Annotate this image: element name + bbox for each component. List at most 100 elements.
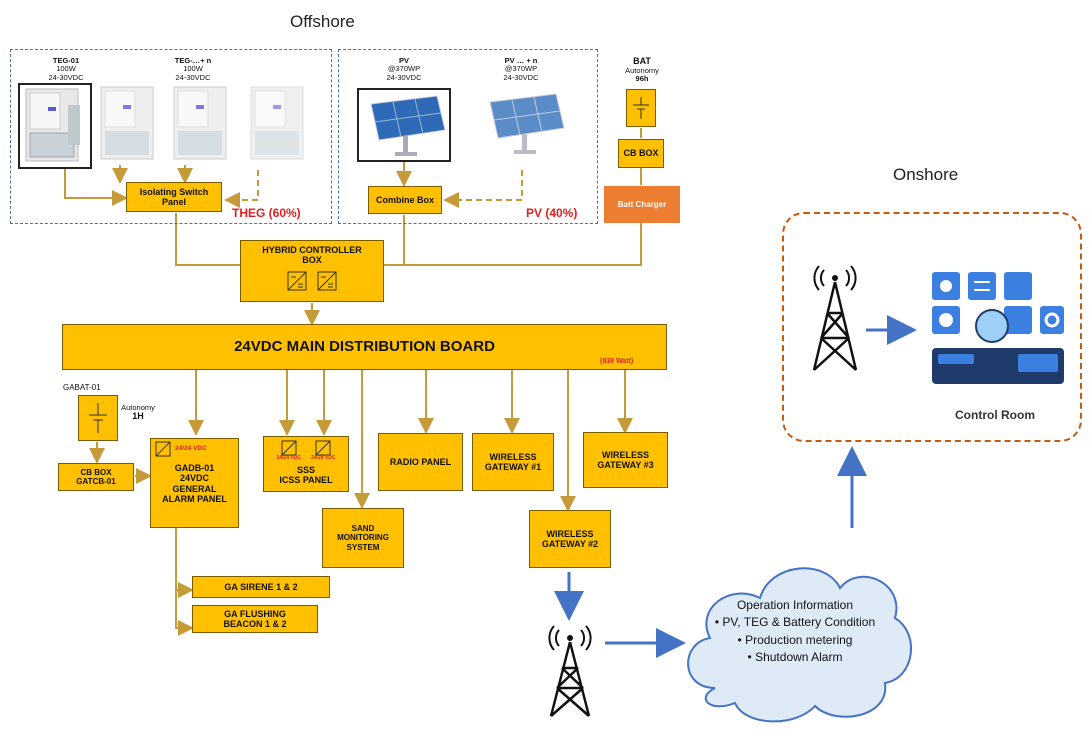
teg-cabinet-icon bbox=[100, 86, 154, 160]
pv-1-power: @370WP bbox=[387, 64, 421, 74]
teg-area bbox=[10, 49, 332, 224]
battery-icon bbox=[633, 97, 649, 119]
solar-panel-icon bbox=[489, 93, 565, 154]
sand-monitoring-system: SAND MONITORING SYSTEM bbox=[322, 508, 404, 568]
theg-share-label: THEG (60%) bbox=[232, 206, 301, 220]
cloud-bullet-text: PV, TEG & Battery Condition bbox=[722, 615, 876, 630]
ga-autonomy-text: Autonomy bbox=[121, 403, 155, 412]
gabat-name: GABAT-01 bbox=[63, 383, 101, 392]
teg-01-voltage: 24-30VDC bbox=[48, 72, 84, 82]
teg-cabinet-icon bbox=[173, 86, 227, 160]
teg-01-cabinet-icon bbox=[25, 88, 80, 162]
hybrid-label-2: BOX bbox=[302, 255, 322, 266]
ga-battery-box bbox=[78, 395, 118, 441]
wireless-gateway-1: WIRELESS GATEWAY #1 bbox=[472, 433, 554, 491]
teg-cabinet-icon bbox=[250, 86, 304, 160]
ga-autonomy: Autonomy 1H bbox=[118, 403, 158, 422]
pv-n-voltage: 24-30VDC bbox=[503, 72, 539, 82]
bat-name: BAT bbox=[633, 56, 651, 66]
ga-panel-line-2: GENERAL bbox=[172, 483, 217, 494]
ga-beacon: GA FLUSHING BEACON 1 & 2 bbox=[192, 605, 318, 633]
ga-sirene: GA SIRENE 1 & 2 bbox=[192, 576, 330, 598]
solar-panel-icon bbox=[370, 95, 446, 156]
cloud-bullet: • Production metering bbox=[737, 632, 853, 647]
ga-panel-line-1: 24VDC bbox=[179, 473, 209, 484]
bat-cb-box: CB BOX bbox=[618, 139, 664, 168]
cloud-bullet-text: Production metering bbox=[745, 632, 853, 647]
converter-icon bbox=[287, 271, 307, 291]
wireless-gateway-3: WIRELESS GATEWAY #3 bbox=[583, 432, 668, 488]
gateway-2-line-1: WIRELESS bbox=[546, 528, 594, 539]
sss-conv-2: 24/24 VDC bbox=[311, 455, 336, 461]
ga-hours: 1H bbox=[132, 411, 144, 422]
cloud-title: Operation Information bbox=[736, 598, 854, 612]
cloud-bullet-text: Shutdown Alarm bbox=[755, 650, 843, 665]
pv-1-label: PV @370WP 24-30VDC bbox=[381, 56, 427, 82]
teg-n-name: TEG-…+ n bbox=[174, 56, 212, 65]
ga-beacon-line-2: BEACON 1 & 2 bbox=[223, 619, 287, 629]
pv-n-name: PV … + n bbox=[504, 56, 538, 65]
ga-cb-box: CB BOX GATCB-01 bbox=[58, 463, 134, 491]
isolating-switch-panel: Isolating Switch Panel bbox=[126, 182, 222, 212]
main-board-watt: (838 Watt) bbox=[600, 358, 634, 365]
pv-area bbox=[338, 49, 598, 224]
pv-1-frame bbox=[357, 88, 451, 162]
teg-01-frame bbox=[18, 83, 92, 169]
teg-01-power: 100W bbox=[56, 64, 76, 74]
bat-autonomy: Autonomy bbox=[625, 65, 659, 75]
gateway-2-line-2: GATEWAY #2 bbox=[541, 539, 599, 549]
teg-01-label: TEG-01 100W 24-30VDC bbox=[43, 56, 89, 82]
main-distribution-board: 24VDC MAIN DISTRIBUTION BOARD bbox=[62, 324, 667, 370]
gateway-1-line-2: GATEWAY #1 bbox=[484, 462, 542, 472]
ga-panel-conv: 24/24 VDC bbox=[175, 445, 207, 453]
teg-01-name: TEG-01 bbox=[52, 56, 80, 65]
pv-n-label: PV … + n @370WP 24-30VDC bbox=[493, 56, 549, 82]
converter-icon bbox=[315, 440, 331, 456]
control-room-label: Control Room bbox=[955, 408, 1035, 422]
ga-beacon-line-1: GA FLUSHING bbox=[224, 608, 286, 619]
gateway-3-line-1: WIRELESS bbox=[601, 449, 649, 460]
radio-panel: RADIO PANEL bbox=[378, 433, 463, 491]
offshore-heading: Offshore bbox=[290, 12, 355, 31]
ga-cb-box-label: CB BOX bbox=[80, 467, 112, 477]
antenna-tower-icon bbox=[548, 625, 592, 717]
sand-line-2: MONITORING bbox=[337, 533, 389, 543]
wireless-gateway-2: WIRELESS GATEWAY #2 bbox=[529, 510, 611, 568]
bat-hours: 96h bbox=[635, 74, 649, 84]
teg-n-label: TEG-…+ n 100W 24-30VDC bbox=[165, 56, 221, 82]
converter-icon bbox=[317, 271, 337, 291]
sand-line-1: SAND bbox=[351, 524, 375, 534]
sss-label-2: ICSS PANEL bbox=[279, 475, 333, 486]
ga-cb-id: GATCB-01 bbox=[76, 477, 116, 486]
sand-line-3: SYSTEM bbox=[346, 542, 380, 552]
teg-n-power: 100W bbox=[183, 64, 203, 74]
battery-charger: Batt Charger bbox=[604, 186, 680, 223]
operation-info-cloud bbox=[687, 567, 912, 723]
battery-box bbox=[626, 89, 656, 127]
cloud-text: Operation Information • PV, TEG & Batter… bbox=[690, 597, 900, 667]
gateway-3-line-2: GATEWAY #3 bbox=[597, 460, 654, 470]
hybrid-label-1: HYBRID CONTROLLER bbox=[262, 245, 362, 255]
ga-panel-id: GADB-01 bbox=[174, 463, 215, 473]
pv-n-power: @370WP bbox=[504, 64, 538, 74]
gateway-1-line-1: WIRELESS bbox=[489, 451, 537, 462]
bat-label: BAT Autonomy 96h bbox=[615, 56, 669, 84]
cloud-bullet: • PV, TEG & Battery Condition bbox=[714, 615, 876, 630]
sss-conv-1: 24/24 VDC bbox=[276, 455, 301, 461]
onshore-area bbox=[782, 212, 1082, 442]
sss-icss-panel: 24/24 VDC 24/24 VDC SSS ICSS PANEL bbox=[263, 436, 349, 492]
teg-n-voltage: 24-30VDC bbox=[175, 72, 211, 82]
pv-share-label: PV (40%) bbox=[526, 206, 578, 220]
antenna-tower-icon bbox=[812, 265, 858, 371]
pv-1-name: PV bbox=[398, 56, 409, 65]
onshore-heading: Onshore bbox=[893, 165, 959, 184]
ga-alarm-panel: 24/24 VDC GADB-01 24VDC GENERAL ALARM PA… bbox=[150, 438, 239, 528]
combine-box: Combine Box bbox=[368, 186, 442, 214]
battery-icon bbox=[89, 403, 107, 433]
pv-1-voltage: 24-30VDC bbox=[386, 72, 422, 82]
main-board-label: 24VDC MAIN DISTRIBUTION BOARD bbox=[234, 338, 495, 356]
cloud-bullet: • Shutdown Alarm bbox=[747, 650, 843, 665]
hybrid-controller-box: HYBRID CONTROLLER BOX bbox=[240, 240, 384, 302]
control-room-icon bbox=[932, 272, 1064, 384]
